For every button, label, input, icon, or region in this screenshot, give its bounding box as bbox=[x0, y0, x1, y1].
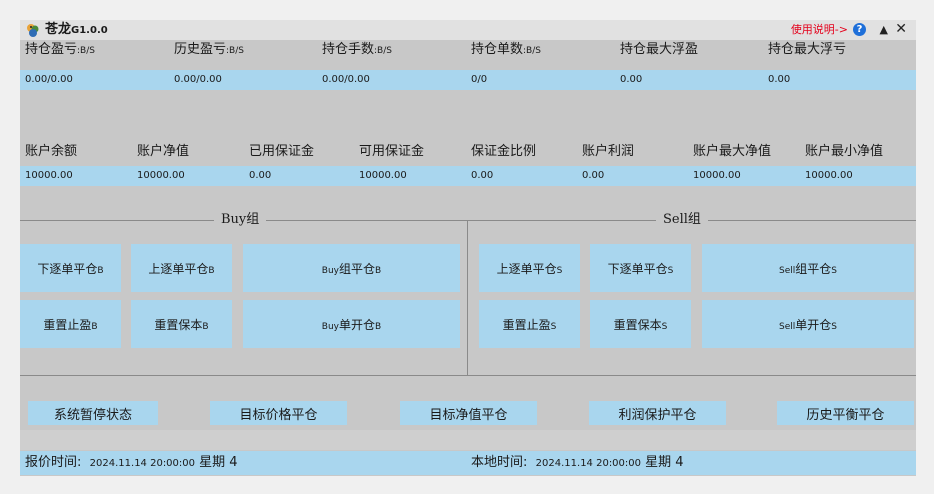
value-used-margin: 0.00 bbox=[249, 170, 272, 181]
info-strip-right bbox=[469, 430, 916, 450]
local-weekday: 星期 4 bbox=[645, 455, 684, 470]
reset-breakeven-sell-button[interactable]: 重置保本S bbox=[590, 300, 691, 348]
value-max-floating-profit: 0.00 bbox=[620, 74, 643, 85]
local-time-value: 2024.11.14 20:00:00 bbox=[535, 458, 642, 469]
value-account-profit: 0.00 bbox=[582, 170, 605, 181]
quote-time-value: 2024.11.14 20:00:00 bbox=[89, 458, 196, 469]
ea-panel: 苍龙G1.0.0 使用说明-> ? ▲ ✕ 持仓盈亏:B/S 历史盈亏:B/S … bbox=[20, 20, 916, 476]
label-equity: 账户净值 bbox=[137, 144, 190, 159]
label-account-profit: 账户利润 bbox=[582, 144, 635, 159]
reset-breakeven-buy-button[interactable]: 重置保本B bbox=[131, 300, 232, 348]
label-balance: 账户余额 bbox=[25, 144, 78, 159]
value-margin-ratio: 0.00 bbox=[471, 170, 494, 181]
value-equity: 10000.00 bbox=[137, 170, 185, 181]
reset-take-profit-buy-button[interactable]: 重置止盈B bbox=[20, 300, 121, 348]
value-history-pnl: 0.00/0.00 bbox=[174, 74, 222, 85]
manual-link[interactable]: 使用说明-> bbox=[790, 23, 848, 36]
system-pause-button[interactable]: 系统暂停状态 bbox=[28, 401, 158, 425]
value-position-orders: 0/0 bbox=[471, 74, 488, 85]
close-sell-group-button[interactable]: Sell组平仓S bbox=[702, 244, 914, 292]
group-divider-bottom bbox=[20, 375, 916, 376]
label-free-margin: 可用保证金 bbox=[359, 144, 425, 159]
label-position-lots: 持仓手数:B/S bbox=[322, 42, 392, 57]
close-icon[interactable]: ✕ bbox=[895, 21, 907, 37]
quote-time-display: 报价时间: 2024.11.14 20:00:00 星期 4 bbox=[25, 451, 238, 476]
account-stats-labels: 账户余额 账户净值 已用保证金 可用保证金 保证金比例 账户利润 账户最大净值 … bbox=[20, 142, 916, 162]
label-max-equity: 账户最大净值 bbox=[693, 144, 772, 159]
minimize-icon[interactable]: ▲ bbox=[879, 23, 888, 36]
info-strip bbox=[20, 430, 916, 450]
close-down-stepwise-sell-button[interactable]: 下逐单平仓S bbox=[590, 244, 691, 292]
value-min-equity: 10000.00 bbox=[805, 170, 853, 181]
position-stats-values: 0.00/0.00 0.00/0.00 0.00/0.00 0/0 0.00 0… bbox=[20, 70, 916, 90]
history-balance-close-button[interactable]: 历史平衡平仓 bbox=[777, 401, 914, 425]
value-free-margin: 10000.00 bbox=[359, 170, 407, 181]
dragon-logo-icon bbox=[27, 24, 39, 37]
close-up-stepwise-sell-button[interactable]: 上逐单平仓S bbox=[479, 244, 580, 292]
value-position-lots: 0.00/0.00 bbox=[322, 74, 370, 85]
sell-group-title: Sell组 bbox=[656, 212, 708, 228]
account-stats-values: 10000.00 10000.00 0.00 10000.00 0.00 0.0… bbox=[20, 166, 916, 186]
local-time-display: 本地时间: 2024.11.14 20:00:00 星期 4 bbox=[471, 451, 684, 476]
label-max-floating-profit: 持仓最大浮盈 bbox=[620, 42, 699, 57]
profit-protect-close-button[interactable]: 利润保护平仓 bbox=[589, 401, 726, 425]
value-max-floating-loss: 0.00 bbox=[768, 74, 791, 85]
close-buy-group-button[interactable]: Buy组平仓B bbox=[243, 244, 460, 292]
position-stats-labels: 持仓盈亏:B/S 历史盈亏:B/S 持仓手数:B/S 持仓单数:B/S 持仓最大… bbox=[20, 40, 916, 60]
reset-take-profit-sell-button[interactable]: 重置止盈S bbox=[479, 300, 580, 348]
close-down-stepwise-buy-button[interactable]: 下逐单平仓B bbox=[20, 244, 121, 292]
target-price-close-button[interactable]: 目标价格平仓 bbox=[210, 401, 347, 425]
value-position-pnl: 0.00/0.00 bbox=[25, 74, 73, 85]
group-divider-vertical bbox=[467, 220, 468, 375]
status-bar: 报价时间: 2024.11.14 20:00:00 星期 4 本地时间: 202… bbox=[20, 451, 916, 475]
info-strip-left bbox=[20, 430, 467, 450]
app-version: G1.0.0 bbox=[71, 25, 108, 36]
app-title: 苍龙G1.0.0 bbox=[45, 21, 108, 40]
buy-group-title: Buy组 bbox=[214, 212, 267, 228]
value-balance: 10000.00 bbox=[25, 170, 73, 181]
open-single-sell-button[interactable]: Sell单开仓S bbox=[702, 300, 914, 348]
label-max-floating-loss: 持仓最大浮亏 bbox=[768, 42, 847, 57]
group-divider-top bbox=[20, 220, 916, 221]
target-equity-close-button[interactable]: 目标净值平仓 bbox=[400, 401, 537, 425]
label-margin-ratio: 保证金比例 bbox=[471, 144, 537, 159]
value-max-equity: 10000.00 bbox=[693, 170, 741, 181]
label-position-orders: 持仓单数:B/S bbox=[471, 42, 541, 57]
close-up-stepwise-buy-button[interactable]: 上逐单平仓B bbox=[131, 244, 232, 292]
app-name: 苍龙 bbox=[45, 22, 72, 37]
local-time-label: 本地时间: bbox=[471, 455, 528, 470]
label-min-equity: 账户最小净值 bbox=[805, 144, 884, 159]
label-position-pnl: 持仓盈亏:B/S bbox=[25, 42, 95, 57]
quote-weekday: 星期 4 bbox=[199, 455, 238, 470]
label-history-pnl: 历史盈亏:B/S bbox=[174, 42, 244, 57]
label-used-margin: 已用保证金 bbox=[249, 144, 315, 159]
quote-time-label: 报价时间: bbox=[25, 455, 82, 470]
open-single-buy-button[interactable]: Buy单开仓B bbox=[243, 300, 460, 348]
help-icon[interactable]: ? bbox=[853, 23, 866, 36]
title-bar: 苍龙G1.0.0 使用说明-> ? ▲ ✕ bbox=[20, 20, 916, 40]
